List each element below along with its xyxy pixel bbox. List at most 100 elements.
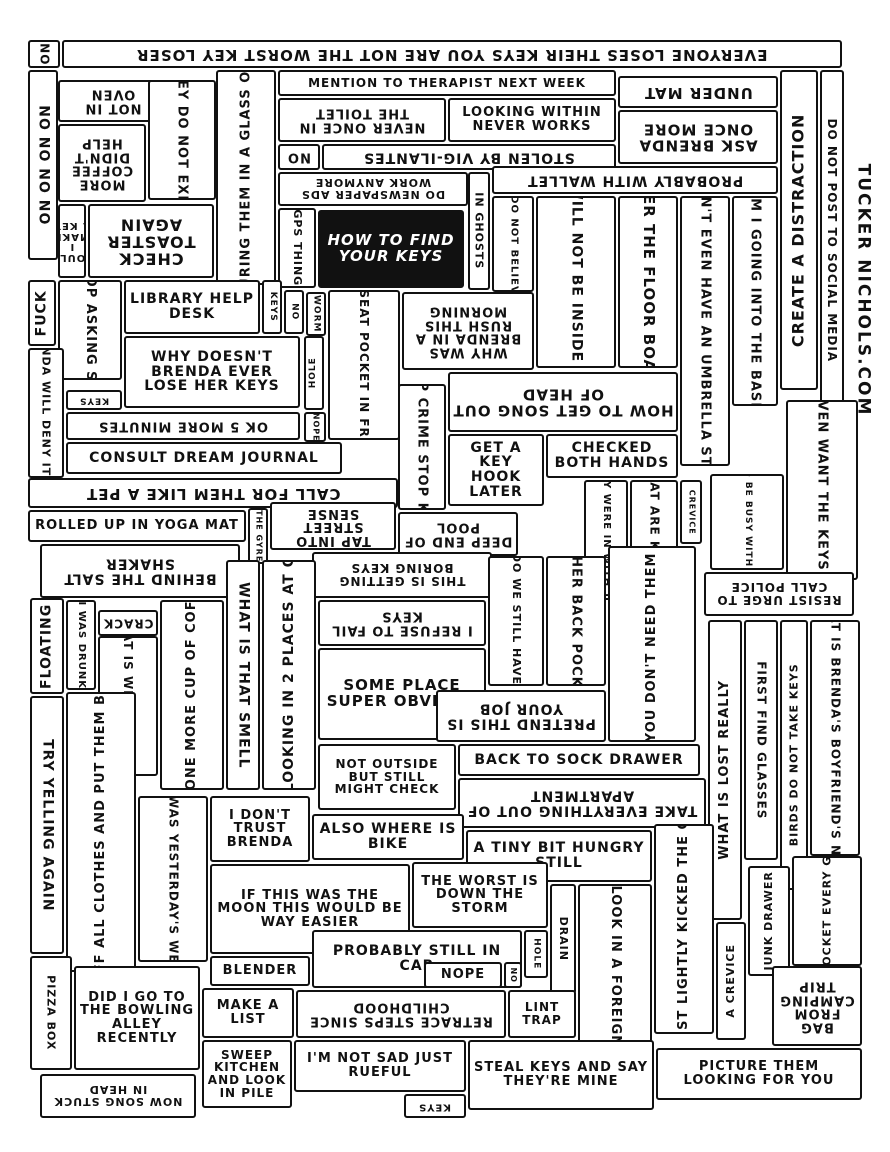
phrase-retrace: RETRACE STEPS SINCE CHILDHOOD [296,990,506,1038]
phrase-under-mat: UNDER MAT [618,76,778,108]
phrase-probably-wallet: PROBABLY WITH WALLET [492,166,778,194]
phrase-god-busy: GOD APPEARS TO BE BUSY WITH OTHER MATTER… [710,474,784,570]
phrase-why-brenda-rush: WHY WAS BRENDA IN A RUSH THIS MORNING [402,292,534,370]
phrase-they-do-not-exist: THEY DO NOT EXIST [148,80,216,200]
phrase-junk-drawer: JUNK DRAWER [748,866,790,976]
phrase-no-no-no: NO NO NO NO [28,70,58,260]
phrase-fuck: FUCK [28,280,56,346]
phrase-bowling: DID I GO TO THE BOWLING ALLEY RECENTLY [74,966,200,1070]
phrase-a-crevice: A CREVICE [716,922,746,1040]
phrase-dont-want-keys: I DON'T EVEN WANT THE KEYS ANYMORE [786,400,858,580]
phrase-worst-storm: THE WORST IS DOWN THE STORM [412,862,548,928]
phrase-stop-asking-siri: STOP ASKING SIRI [58,280,122,380]
title-box: HOW TO FIND YOUR KEYS [318,210,464,288]
phrase-floating: FLOATING [30,598,64,694]
phrase-worm: WORM [306,292,326,336]
phrase-yoga-mat: ROLLED UP IN YOGA MAT [28,510,246,542]
phrase-one-more-coffee: OK ONE MORE CUP OF COFFEE [160,600,224,790]
phrase-no-3: NO [284,290,304,334]
phrase-why-still-keys: WHY DO WE STILL HAVE KEYS [488,556,544,686]
phrase-no-2: NO [278,144,320,170]
phrase-clothes-off: TAKE OFF ALL CLOTHES AND PUT THEM BACK O… [66,692,136,972]
phrase-act-like: ACT LIKE YOU DON'T NEED THEM ANYMORE [608,546,696,742]
phrase-two-places: TRY LOOKING IN 2 PLACES AT ONCE [262,560,316,790]
phrase-gyre: THE GYRE [248,508,268,564]
phrase-foreign-language: CAN YOU LOOK IN A FOREIGN LANGUAGE [578,884,652,1064]
phrase-check-toaster: CHECK TOASTER AGAIN [88,204,214,278]
phrase-also-bike: ALSO WHERE IS BIKE [312,814,464,860]
phrase-camping-bag: BAG FROM CAMPING TRIP [772,966,862,1046]
phrase-stolen-vigilantes: STOLEN BY VIG-ILANTES [322,144,616,170]
phrase-gps-thing: GPS THING [278,208,316,288]
credit-text: TUCKER NICHOLS.COM [853,163,874,417]
phrase-brendas-boyfriend: WHAT IS BRENDA'S BOYFRIEND'S NAME [810,620,860,856]
phrase-salt-shaker: BEHIND THE SALT SHAKER [40,544,240,598]
phrase-try-yelling: TRY YELLING AGAIN [30,696,64,954]
phrase-check-seat: CHECK THE SEAT POCKET IN FRONT OF YOU [328,290,400,440]
phrase-every-pocket: EVERY POCKET EVERY GARMENT [792,856,862,966]
phrase-steal-keys: STEAL KEYS AND SAY THEY'RE MINE [468,1040,654,1110]
phrase-street-sense: TAP INTO STREET SENSE [270,502,396,550]
phrase-take-everything: TAKE EVERYTHING OUT OF APARTMENT [458,778,706,828]
phrase-song-out: HOW TO GET SONG OUT OF HEAD [448,372,678,432]
phrase-pizza-box: PIZZA BOX [30,956,72,1070]
phrase-everyone-loses: EVERYONE LOSES THEIR KEYS YOU ARE NOT TH… [62,40,842,68]
phrase-key-hook: GET A KEY HOOK LATER [448,434,544,506]
phrase-birds-keys: BIRDS DO NOT TAKE KEYS [780,620,808,890]
phrase-drain: DRAIN [550,884,576,994]
phrase-brenda-deny: BRENDA WILL DENY IT ALL [28,348,64,478]
phrase-make-list: MAKE A LIST [202,988,294,1038]
phrase-resist-police: RESIST URGE TO CALL POLICE [704,572,854,616]
phrase-boring-keys: THIS IS GETTING BORING KEYS [312,552,492,598]
phrase-dont-trust-brenda: I DON'T TRUST BRENDA [210,796,310,862]
phrase-basement: WHY AM I GOING INTO THE BASEMENT [732,196,778,406]
phrase-could-make-key: COULD I MAKE A KEY [58,204,86,278]
phrase-newspaper-ads: DO NEWSPAPER ADS WORK ANYMORE [278,172,468,206]
phrase-more-coffee: MORE COFFEE DIDN'T HELP [58,124,146,202]
phrase-crack: CRACK [98,610,158,636]
phrase-ok-5-more: OK 5 MORE MINUTES [66,412,300,440]
phrase-blender: BLENDER [210,956,310,986]
phrase-do-not-believe: I DO NOT BELIEVE [492,196,534,292]
phrase-nope-2: NOPE [424,962,502,988]
phrase-pretend-job: PRETEND THIS IS YOUR JOB [436,690,606,742]
phrase-yesterdays-weather: WHAT WAS YESTERDAY'S WEATHER [138,796,208,962]
phrase-in-ghosts: IN GHOSTS [468,172,490,290]
phrase-never-once-toilet: NEVER ONCE IN THE TOILET [278,98,446,142]
phrase-not-outside: NOT OUTSIDE BUT STILL MIGHT CHECK [318,744,456,810]
phrase-library: LIBRARY HELP DESK [124,280,260,334]
phrase-stop-crime: STOP CRIME STOP KEYS [398,384,446,510]
phrase-hole-2: HOLE [524,930,548,978]
phrase-looking-within: LOOKING WITHIN NEVER WORKS [448,98,616,142]
phrase-other-back-pocket: OTHER BACK POCKET [546,556,606,686]
phrase-consult-dream: CONSULT DREAM JOURNAL [66,442,342,474]
phrase-mention-therapist: MENTION TO THERAPIST NEXT WEEK [278,70,616,96]
phrase-under-floorboards: UNDER THE FLOOR BOARDS [618,196,678,368]
phrase-sock-drawer: BACK TO SOCK DRAWER [458,744,700,776]
phrase-deep-end-pool: DEEP END OF POOL [398,512,518,556]
phrase-song-stuck: NOW SONG STUCK IN HEAD [40,1074,196,1118]
phrase-keys-1: KEYS [262,280,282,334]
phrase-hole: HOLE [304,336,324,410]
phrase-crevice: CREVICE [680,480,702,544]
phrase-keys-3: KEYS [404,1094,466,1118]
phrase-umbrella-stand: I DON'T EVEN HAVE AN UMBRELLA STAND [680,196,730,466]
phrase-ask-brenda: ASK BRENDA ONCE MORE [618,110,778,164]
phrase-do-not-post: DO NOT POST TO SOCIAL MEDIA [820,70,844,410]
phrase-sweep-kitchen: SWEEP KITCHEN AND LOOK IN PILE [202,1040,292,1108]
phrase-picturing-water: I'M PICTURING THEM IN A GLASS OF WATER [216,70,276,285]
phrase-what-are-keys: WHAT ARE KEYS [630,480,678,556]
phrase-nope-1: NOPE [304,412,326,442]
phrase-i-was-drunk: I WAS DRUNK [66,600,96,690]
phrase-not-inside-cake: THEY WILL NOT BE INSIDE A CAKE [536,196,616,368]
phrase-no-small: NO [504,962,522,988]
phrase-why-brenda-never: WHY DOESN'T BRENDA EVER LOSE HER KEYS [124,336,300,408]
phrase-checked-hands: CHECKED BOTH HANDS [546,434,678,478]
phrase-create-distraction: CREATE A DISTRACTION [780,70,818,390]
phrase-not-sad: I'M NOT SAD JUST RUEFUL [294,1040,466,1092]
phrase-kicked-cat: I JUST LIGHTLY KICKED THE CAT [654,824,714,1034]
phrase-picture-them: PICTURE THEM LOOKING FOR YOU [656,1048,862,1100]
phrase-no-top: NO [28,40,60,68]
phrase-lint-trap: LINT TRAP [508,990,576,1038]
